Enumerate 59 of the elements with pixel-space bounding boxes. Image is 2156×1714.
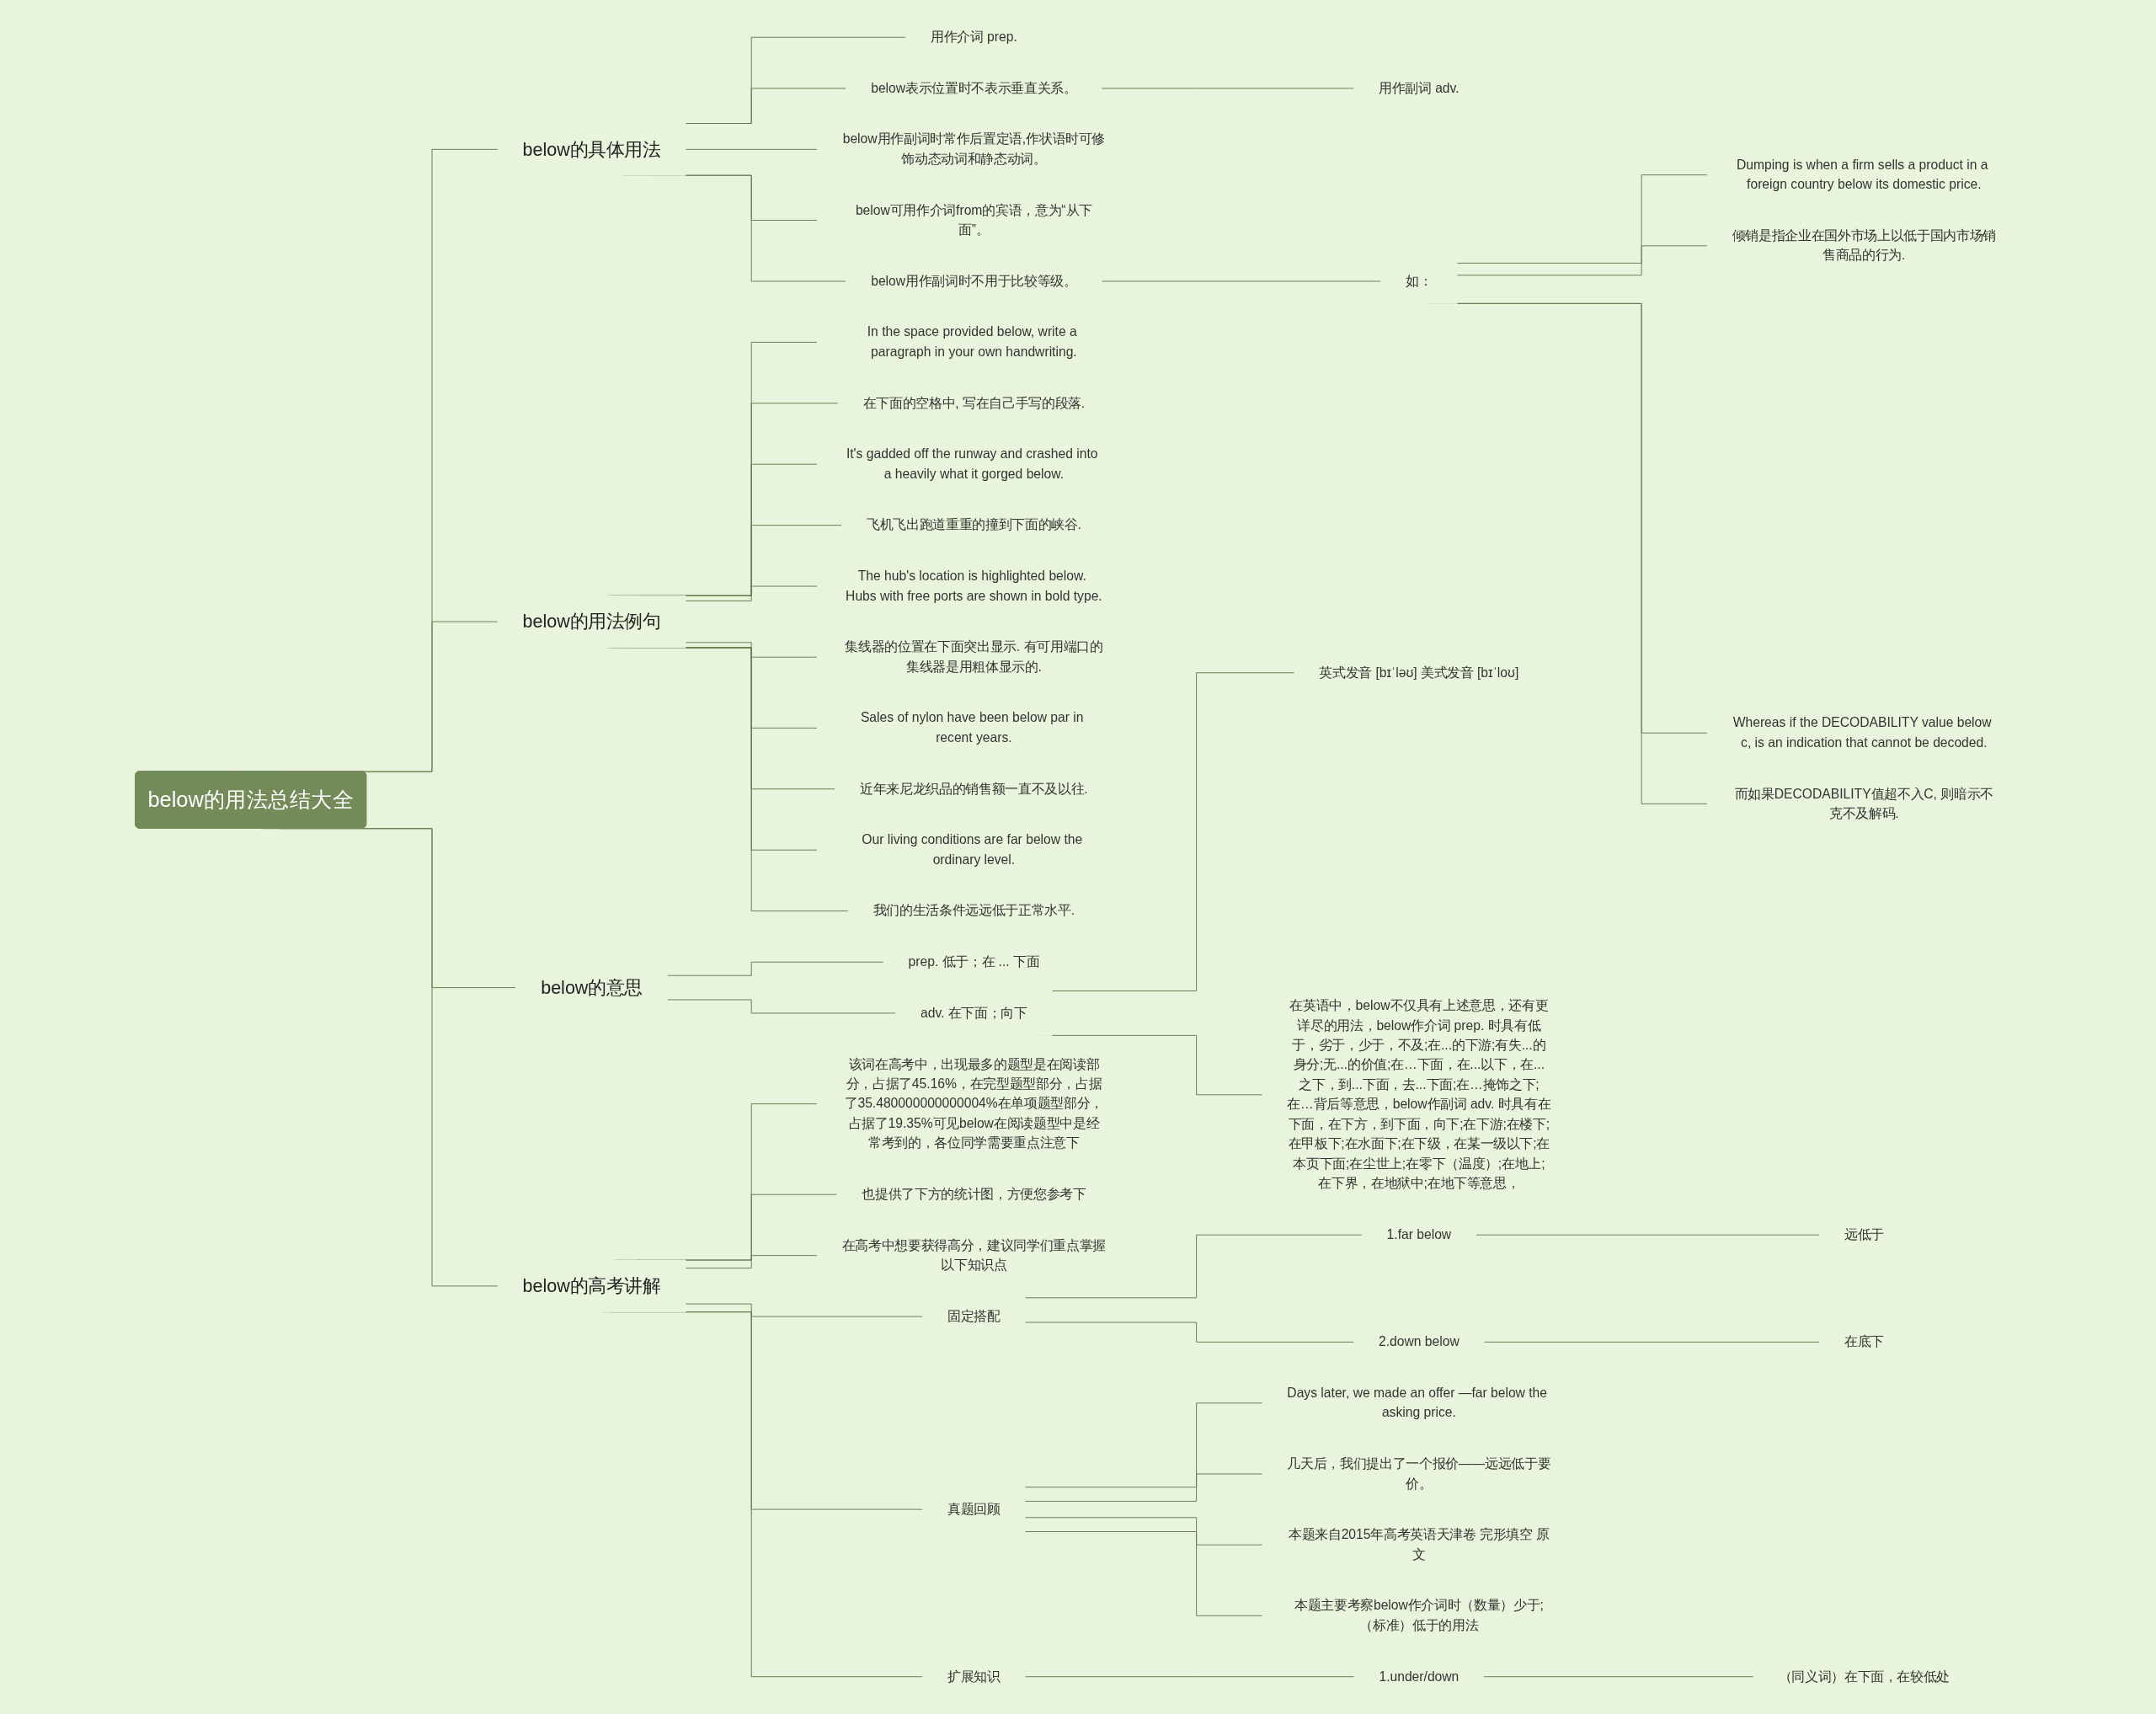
connector (1456, 174, 1708, 264)
node-text: 1.far below (1386, 1227, 1452, 1242)
node-text: 几天后，我们提出了一个报价——远远低于要价。 (1287, 1456, 1551, 1491)
node-text: below用作副词时常作后置定语,作状语时可修饰动态动词和静态动词。 (842, 131, 1106, 166)
connector (685, 585, 818, 601)
node-text: 在高考中想要获得高分，建议同学们重点掌握以下知识点 (841, 1238, 1106, 1273)
connector (1476, 1234, 1820, 1236)
connector (685, 1255, 818, 1269)
node-text: 在英语中，below不仅具有上述意思，还有更详尽的用法，below作介词 prep. 时具有低于，劣于，少于，不及;在...的下游;有失...的身分;无...的价值;在…下面，在...以下，在...之下，到...下面，去...下面;在…掩饰之下;在…背后等意思，below作副词 adv. 时具有在下面，在下方，到下面，向下;在下游;在楼下;在甲板下;在水面下;在下级，在某一级以下;在本页下面;在尘世上;在零下（温度）;在地上;在下界，在地狱中;在地下等意思， (1287, 998, 1551, 1191)
node-text: 倾销是指企业在国外市场上以低于国内市场销售商品的行为. (1732, 228, 1996, 263)
node-text: 用作介词 prep. (931, 29, 1017, 45)
connector (666, 961, 884, 976)
node-text: 2.down below (1378, 1334, 1460, 1349)
node-text: 在底下 (1844, 1334, 1884, 1349)
node-text: below的意思 (541, 977, 643, 998)
connector (1101, 280, 1382, 282)
connector (685, 642, 818, 658)
node-text: 用作副词 adv. (1379, 81, 1460, 95)
node-text: 本题主要考察below作介词时（数量）少于;（标准）低于的用法 (1294, 1598, 1544, 1632)
node-text: 集线器的位置在下面突出显示. 有可用端口的集线器是用粗体显示的. (845, 639, 1103, 674)
node-text: Days later, we made an offer —far below the asking price. (1287, 1386, 1548, 1420)
node-text: 近年来尼龙织品的销售额一直不及以往. (860, 781, 1088, 796)
node-text: 真题回顾 (947, 1502, 1001, 1516)
connector (685, 148, 818, 150)
connector (1483, 1341, 1820, 1343)
node-text: The hub's location is highlighted below. Hubs with free ports are shown in bold type. (846, 569, 1102, 603)
node-text: （同义词）在下面，在较低处 (1778, 1669, 1951, 1684)
node-text: below可用作介词from的宾语，意为“从下面”。 (855, 202, 1092, 238)
node-text: It's gadded off the runway and crashed into a heavily what it gorged below. (846, 446, 1098, 481)
node-text: below用作副词时不用于比较等级。 (871, 274, 1077, 288)
node-text: 我们的生活条件远远低于正常水平. (873, 903, 1075, 918)
node-text: below表示位置时不表示垂直关系。 (871, 81, 1077, 95)
node-text: 扩展知识 (947, 1669, 1001, 1684)
connector (1456, 245, 1708, 276)
node-text: 飞机飞出跑道重重的撞到下面的峡谷. (866, 517, 1081, 532)
node-text: 远低于 (1844, 1227, 1884, 1242)
node-text: In the space provided below, write a paragraph in your own handwriting. (867, 324, 1077, 359)
connector (1024, 1473, 1263, 1502)
node-text: Our living conditions are far below the ordinary level. (862, 832, 1083, 867)
connector (685, 1303, 924, 1317)
node-text: prep. 低于；在 ... 下面 (908, 954, 1040, 969)
node-text: 固定搭配 (947, 1309, 1001, 1323)
connector (1483, 1676, 1754, 1678)
connector (1024, 1234, 1363, 1299)
node-text: 也提供了下方的统计图，方便您参考下 (862, 1187, 1086, 1202)
node-text: 英式发音 [bɪˈləʊ] 美式发音 [bɪˈloʊ] (1319, 665, 1519, 680)
node-text: 1.under/down (1379, 1669, 1460, 1684)
connector (1024, 1322, 1355, 1343)
connector (1101, 88, 1355, 89)
node-text: Dumping is when a firm sells a product in a foreign country below its domestic price. (1736, 158, 1988, 192)
connector (1024, 1676, 1355, 1678)
node-text: 而如果DECODABILITY值超不入C, 则暗示不克不及解码. (1734, 786, 1993, 820)
node-text: 本题来自2015年高考英语天津卷 完形填空 原文 (1289, 1527, 1550, 1562)
node-text: Sales of nylon have been below par in recent years. (860, 710, 1084, 745)
node-text: 在下面的空格中, 写在自己手写的段落. (862, 395, 1086, 410)
node-text: Whereas if the DECODABILITY value below c, is an indication that cannot be decoded. (1732, 715, 1992, 750)
connector (1024, 1517, 1263, 1546)
node-text: 该词在高考中，出现最多的题型是在阅读部分，占据了45.16%，在完型题型部分，占据了35.480000000000004%在单项题型部分，占据了19.35%可见below在阅读题型中是经常考到的，各位同学需要重点注意下 (844, 1056, 1104, 1151)
connector (666, 999, 897, 1014)
